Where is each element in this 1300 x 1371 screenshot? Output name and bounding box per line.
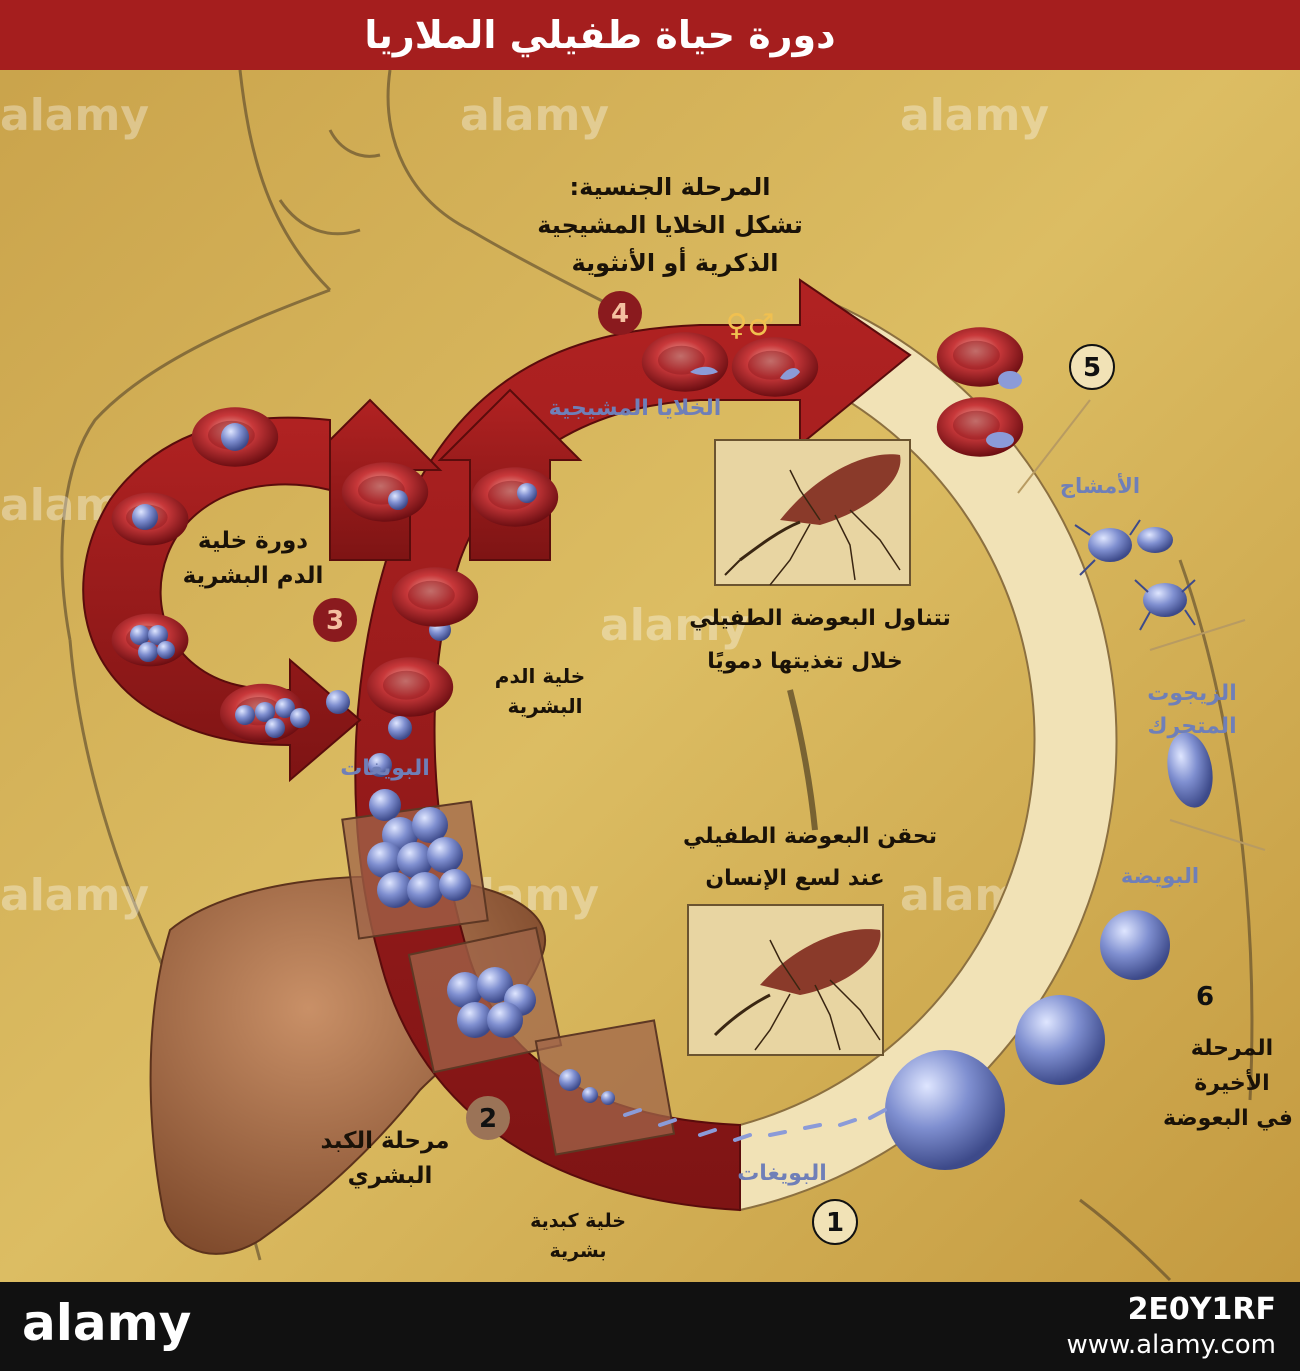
label-line: البشرية (508, 694, 583, 718)
stage-label: الذكرية أو الأنثوية (572, 247, 779, 277)
stage-label: دورة خلية (198, 528, 308, 554)
watermark-text: alamy (0, 870, 149, 921)
label-line: تحقن البعوضة الطفيلي (683, 824, 937, 849)
mosquito-biting-icon (688, 905, 883, 1055)
gametes-label: الأمشاج (1060, 472, 1140, 499)
stage-badge-4: 4 (598, 291, 642, 335)
mosquito-feeding-icon (715, 440, 910, 585)
stage-label: البشري (348, 1163, 433, 1189)
stage-label: تشكل الخلايا المشيجية (537, 211, 803, 239)
stage-number: 4 (611, 299, 629, 329)
stage-label: الدم البشرية (183, 563, 324, 589)
stage-label: الأخيرة (1194, 1068, 1269, 1096)
label-line: خلية كبدية (530, 1210, 626, 1232)
gametocytes-label: الخلايا المشيجية (549, 396, 722, 421)
label-line: بشرية (550, 1240, 607, 1262)
malaria-life-cycle-diagram: alamy alamy alamy alamy alamy alamy alam… (0, 0, 1300, 1282)
stage-number: 6 (1196, 982, 1214, 1012)
brand-logo: alamy (22, 1294, 191, 1352)
stage-number: 5 (1083, 353, 1101, 383)
stage-label: في البعوضة (1163, 1106, 1293, 1131)
stage-badge-1: 1 (813, 1200, 857, 1244)
stage4-label: المرحلة الجنسية: تشكل الخلايا المشيجية ا… (537, 173, 803, 277)
page-title: دورة حياة طفيلي الملاريا (364, 13, 835, 58)
stage-number: 1 (826, 1208, 844, 1238)
label-line: خلال تغذيتها دمويًا (707, 649, 903, 674)
label-line: الزيجوت (1147, 681, 1237, 706)
stage-number: 2 (479, 1104, 497, 1134)
label-line: عند لسع الإنسان (705, 866, 884, 891)
label-line: تتناول البعوضة الطفيلي (689, 606, 950, 631)
watermark-text: alamy (900, 90, 1049, 141)
oocyst-label: البويضة (1121, 864, 1199, 888)
stock-footer-bar: alamy 2E0Y1RF www.alamy.com (0, 1282, 1300, 1371)
label-line: خلية الدم (495, 664, 585, 688)
stage-label: المرحلة (1191, 1036, 1273, 1061)
site-url: www.alamy.com (1066, 1330, 1276, 1360)
watermark-text: alamy (460, 90, 609, 141)
stage-badge-5: 5 (1070, 345, 1114, 389)
label-line: المتحرك (1147, 714, 1236, 739)
watermark-text: alamy (0, 90, 149, 141)
stage-badge-3: 3 (313, 598, 357, 642)
stage-label: مرحلة الكبد (320, 1128, 449, 1154)
sex-symbols: ♀♂ (726, 308, 775, 343)
stage-badge-2: 2 (466, 1096, 510, 1140)
sporozoites-blood-label: البويغات (340, 756, 430, 781)
sporozoites-skin-label: البويغات (737, 1161, 827, 1186)
stage-label: المرحلة الجنسية: (570, 173, 771, 201)
image-id: 2E0Y1RF (1128, 1292, 1276, 1327)
stage-number: 3 (326, 606, 344, 636)
